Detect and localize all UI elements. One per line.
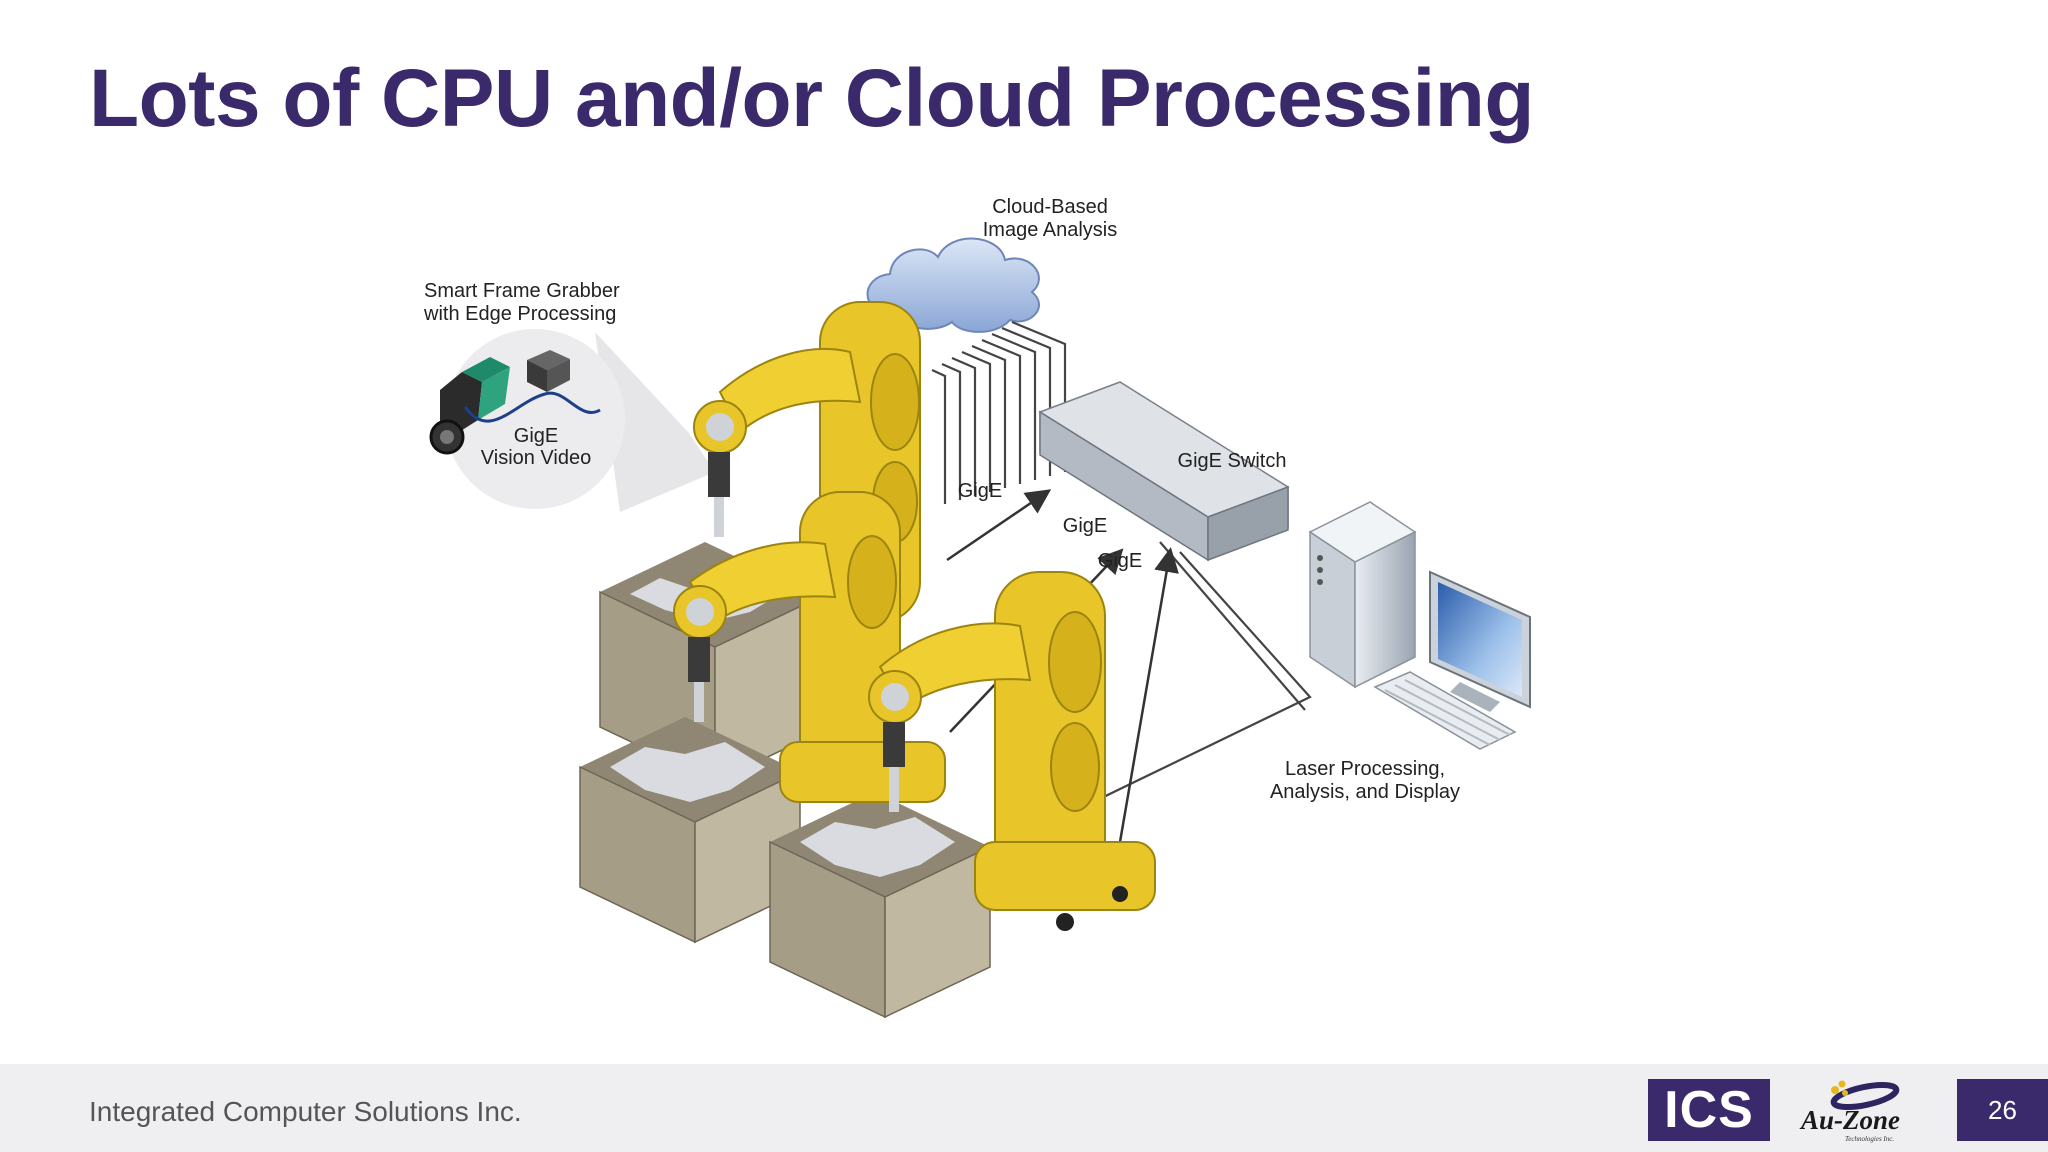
- monitor: [1429, 570, 1531, 712]
- gige-video-label-line1: GigE: [514, 425, 558, 447]
- laser-label-line2: Analysis, and Display: [1270, 781, 1460, 803]
- switch-label: GigE Switch: [1178, 450, 1287, 472]
- auzone-logo: Au-Zone Technologies Inc.: [1795, 1074, 1915, 1146]
- grabber-label-line2: with Edge Processing: [423, 303, 616, 325]
- company-name: Integrated Computer Solutions Inc.: [89, 1096, 522, 1127]
- auzone-logo-subtext: Technologies Inc.: [1845, 1135, 1894, 1143]
- cloud-label-line2: Image Analysis: [983, 219, 1118, 241]
- gige-video-label-line2: Vision Video: [481, 447, 591, 469]
- laser-label-line1: Laser Processing,: [1285, 758, 1445, 780]
- auzone-logo-text: Au-Zone: [1799, 1105, 1900, 1135]
- camera-icon: [429, 357, 510, 455]
- computer-tower: [1308, 501, 1417, 689]
- magnifier-callout: [429, 329, 715, 512]
- gige-label-2: GigE: [1063, 515, 1107, 537]
- gige-label-3: GigE: [1098, 550, 1142, 572]
- ics-logo: ICS: [1648, 1079, 1770, 1141]
- grabber-label-line1: Smart Frame Grabber: [424, 280, 620, 302]
- gige-label-1: GigE: [958, 480, 1002, 502]
- cloud-label-line1: Cloud-Based: [992, 196, 1108, 218]
- cloud-icon: [866, 237, 1040, 333]
- bin-right: [769, 792, 991, 1019]
- slide-title: Lots of CPU and/or Cloud Processing: [89, 53, 1534, 144]
- robot-arm-front: [868, 571, 1156, 931]
- machine-vision-diagram: Cloud-Based Image Analysis GigE Switch G…: [160, 142, 1560, 1062]
- keyboard: [1373, 671, 1517, 750]
- gige-switch: [1038, 381, 1290, 562]
- page-number: 26: [1957, 1079, 2048, 1141]
- frame-grabber-icon: [527, 350, 570, 392]
